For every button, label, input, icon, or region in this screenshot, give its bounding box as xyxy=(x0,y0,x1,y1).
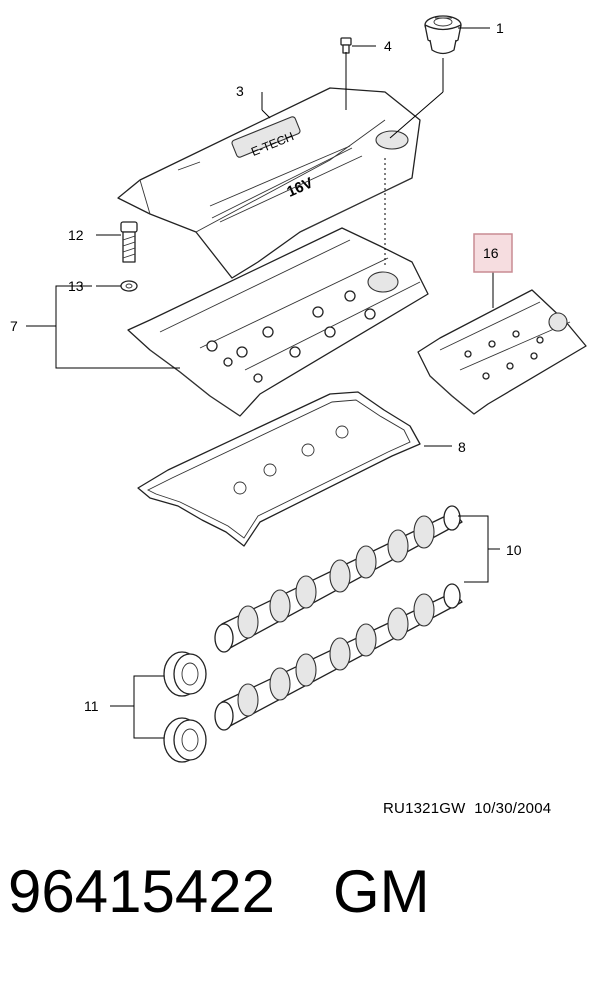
oil-filler-cap-part xyxy=(424,15,462,55)
part-number: 96415422 xyxy=(8,858,275,925)
callout-16: 16 xyxy=(483,245,499,261)
callout-8: 8 xyxy=(458,439,466,455)
cover-bolt-part xyxy=(120,221,138,263)
cylinder-head-cover-part xyxy=(127,227,429,417)
callout-13: 13 xyxy=(68,278,84,294)
callout-10: 10 xyxy=(506,542,522,558)
washer-part xyxy=(120,280,138,292)
oil-seal-upper-part xyxy=(163,651,207,697)
oil-seal-lower-part xyxy=(163,717,207,763)
gasket-part xyxy=(137,391,421,547)
callout-4: 4 xyxy=(384,38,392,54)
callout-11: 11 xyxy=(84,698,99,714)
drawing-code: RU1321GW xyxy=(383,800,466,817)
engine-cover-part: E-TECH 16V xyxy=(117,87,421,279)
callout-1: 1 xyxy=(496,20,504,36)
camshaft-upper-part xyxy=(214,505,463,653)
highlighted-assembly-part xyxy=(417,289,587,415)
callout-12: 12 xyxy=(68,227,84,243)
drawing-date: 10/30/2004 xyxy=(474,800,552,817)
brand-name: GM xyxy=(332,858,430,925)
callout-16-highlight-box xyxy=(473,233,513,273)
camshaft-lower-part xyxy=(214,583,463,731)
drawing-reference: RU1321GW 10/30/2004 xyxy=(383,800,551,817)
callout-3: 3 xyxy=(236,83,244,99)
callout-7: 7 xyxy=(10,318,18,334)
leader-lines xyxy=(26,27,500,739)
small-bolt-part xyxy=(340,37,352,54)
